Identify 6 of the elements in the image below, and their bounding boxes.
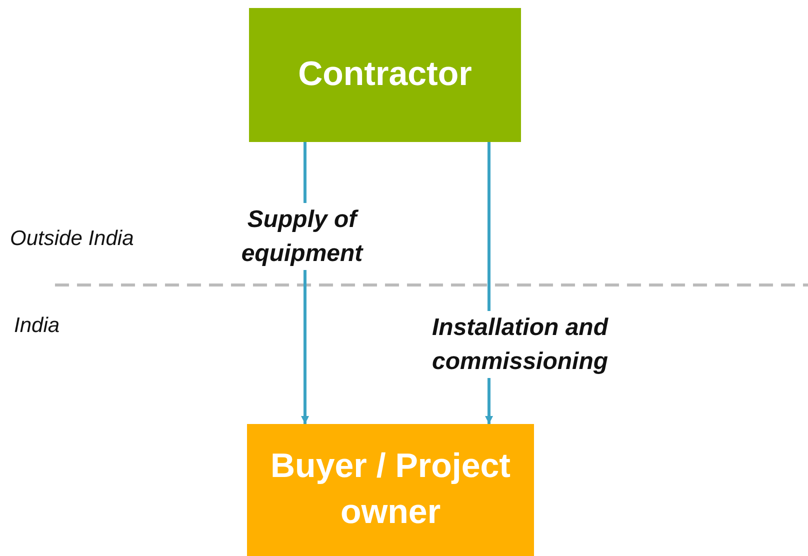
buyer-box — [247, 424, 534, 556]
region-label: India — [14, 314, 60, 338]
region-label: Outside India — [10, 227, 134, 251]
node-text: Buyer / Project owner — [270, 446, 512, 533]
contractor-box — [249, 8, 521, 142]
node-text: Contractor — [298, 54, 472, 96]
